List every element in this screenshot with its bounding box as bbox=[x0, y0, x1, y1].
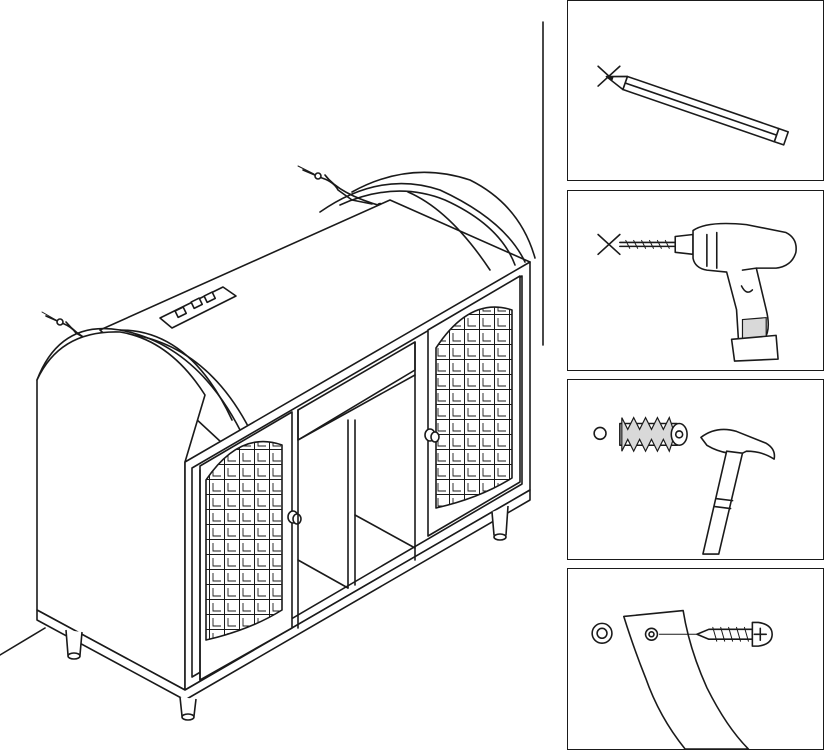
screw-icon bbox=[591, 609, 773, 749]
drill-hole-icon bbox=[593, 426, 607, 441]
anchor-strap-icon bbox=[623, 609, 750, 749]
step-panel-anchor bbox=[567, 379, 824, 560]
power-outlet-plate bbox=[159, 286, 237, 329]
pencil-icon bbox=[597, 65, 790, 146]
open-shelf-section bbox=[297, 341, 416, 629]
step-panel-fasten bbox=[567, 568, 824, 750]
right-door-knob bbox=[424, 428, 440, 443]
floor-line bbox=[0, 627, 46, 656]
wall-anchor-strap-right bbox=[297, 165, 386, 210]
cabinet-illustration bbox=[0, 21, 544, 721]
drill-point-cross-icon bbox=[597, 233, 621, 256]
wall-anchor-end-icon bbox=[591, 622, 613, 644]
right-door bbox=[424, 275, 521, 537]
left-door bbox=[199, 411, 302, 681]
cabinet-legs bbox=[65, 505, 509, 721]
step-panel-mark bbox=[567, 0, 824, 181]
strap-hole bbox=[644, 627, 659, 641]
cabinet-base bbox=[36, 489, 531, 701]
left-door-knob bbox=[287, 510, 302, 525]
wall-anchor-icon bbox=[619, 416, 688, 453]
hammer-icon bbox=[593, 416, 776, 555]
cabinet-left-side bbox=[36, 331, 206, 691]
drill-icon bbox=[597, 222, 797, 362]
arched-top-bands bbox=[36, 171, 536, 441]
step-panel-drill bbox=[567, 190, 824, 371]
